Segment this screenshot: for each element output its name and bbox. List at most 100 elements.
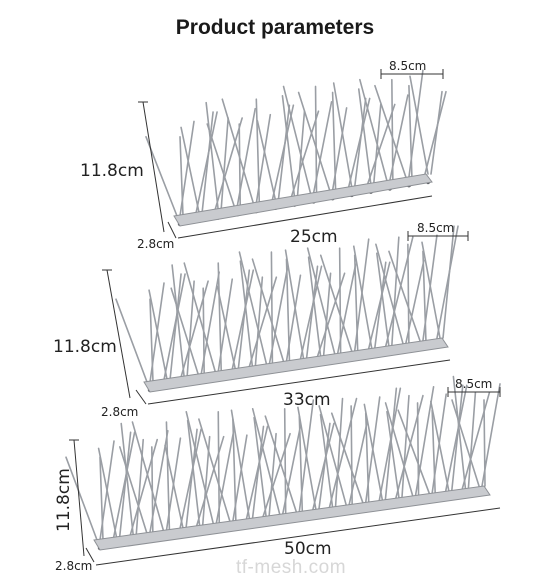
- spike-wire: [179, 136, 184, 217]
- spike-wire: [424, 90, 447, 175]
- spike-wire: [255, 98, 261, 204]
- spike-wire: [467, 391, 477, 490]
- spike-wire: [256, 119, 277, 201]
- spike-wire: [452, 375, 467, 490]
- spike-wire: [185, 428, 198, 530]
- spike-wire: [334, 397, 344, 508]
- length-label: 33cm: [283, 390, 331, 410]
- spike-wire: [366, 103, 396, 185]
- spacing-label: 8.5cm: [417, 221, 454, 235]
- height-label: 11.8cm: [80, 161, 144, 181]
- spacing-label: 8.5cm: [455, 377, 492, 391]
- spike-wire: [331, 91, 337, 191]
- spike-wire: [409, 75, 429, 175]
- spike-wire: [205, 101, 219, 211]
- length-dimension-line: [147, 359, 451, 405]
- spike-wire: [231, 269, 255, 370]
- width-dimension-line: [167, 221, 177, 239]
- length-dimension-line: [95, 507, 501, 566]
- spike-wire: [112, 431, 136, 539]
- spike-wire: [421, 241, 441, 339]
- length-label: 25cm: [290, 227, 338, 247]
- spike-wire: [297, 91, 331, 191]
- spike-wire: [353, 97, 367, 188]
- spike-wire: [450, 384, 464, 492]
- spike-wire: [217, 262, 223, 373]
- spike-wire: [149, 298, 154, 383]
- spike-wire: [290, 110, 320, 198]
- spike-wire: [206, 123, 236, 208]
- spike-wire: [120, 422, 135, 537]
- spike-wire: [180, 126, 200, 214]
- spike-wire: [431, 409, 436, 494]
- spike-wire: [375, 243, 404, 344]
- spike-wire: [388, 250, 421, 342]
- height-dimension-line: [106, 269, 131, 399]
- spike-wire: [251, 425, 265, 520]
- spike-wire: [282, 85, 312, 195]
- spike-wire: [284, 249, 305, 360]
- spike-wire: [378, 387, 402, 501]
- spike-wire: [297, 406, 317, 511]
- product-33cm: 11.8cm 2.8cm 33cm 8.5cm: [53, 221, 469, 419]
- spike-wire: [451, 399, 480, 487]
- spikes-25cm: [145, 69, 447, 227]
- spike-wire: [429, 400, 450, 492]
- spike-wire: [238, 251, 268, 365]
- spike-wire: [171, 264, 185, 378]
- spike-wire: [442, 225, 455, 339]
- height-dimension-line: [73, 439, 85, 557]
- spike-wire: [195, 111, 218, 214]
- spike-wire: [391, 78, 394, 182]
- spike-wire: [201, 111, 214, 214]
- spike-wire: [367, 261, 391, 350]
- spike-wire: [386, 410, 400, 499]
- spike-wire: [306, 247, 336, 355]
- spike-wire: [277, 104, 291, 201]
- watermark-text: tf-mesh.com: [236, 557, 347, 578]
- spike-wire: [299, 265, 323, 360]
- spike-wire: [444, 384, 468, 492]
- spike-wire: [281, 95, 296, 198]
- spike-wire: [170, 287, 199, 376]
- spike-wire: [164, 444, 184, 530]
- page-title: Product parameters: [175, 16, 375, 39]
- spacing-label: 8.5cm: [389, 59, 426, 73]
- spike-wire: [230, 409, 251, 520]
- spike-wire: [350, 405, 353, 506]
- spike-wire: [416, 402, 420, 497]
- spike-wire: [363, 403, 384, 501]
- spike-wire: [239, 260, 254, 368]
- spike-wire: [214, 117, 243, 211]
- spikes-50cm: [65, 375, 501, 551]
- spike-wire: [319, 413, 334, 508]
- spike-wire: [251, 258, 285, 363]
- spike-wire: [183, 262, 217, 373]
- spike-wire: [352, 245, 373, 350]
- width-label: 2.8cm: [55, 559, 92, 573]
- spike-wire: [97, 447, 118, 539]
- base-strip-25cm: [173, 173, 433, 227]
- spike-wire: [179, 428, 202, 530]
- spike-wire: [285, 258, 291, 363]
- spike-wire: [391, 236, 400, 347]
- spike-wire: [283, 408, 287, 515]
- spike-wire: [312, 422, 335, 511]
- length-dimension-line: [177, 195, 433, 239]
- spike-wire: [245, 425, 269, 520]
- spike-wire: [254, 276, 264, 368]
- width-label: 2.8cm: [137, 237, 174, 251]
- spike-wire: [318, 405, 347, 506]
- spike-wire: [232, 418, 237, 523]
- spike-wire: [374, 84, 407, 179]
- spike-wire: [483, 399, 486, 487]
- spike-wire: [165, 421, 171, 532]
- spike-wire: [319, 254, 353, 352]
- spike-wire: [314, 85, 318, 195]
- spike-wire: [221, 98, 255, 204]
- spike-wire: [307, 256, 322, 357]
- spike-wire: [359, 78, 388, 182]
- height-label: 11.8cm: [54, 468, 74, 532]
- spike-wire: [430, 90, 443, 175]
- spike-wire: [251, 408, 281, 515]
